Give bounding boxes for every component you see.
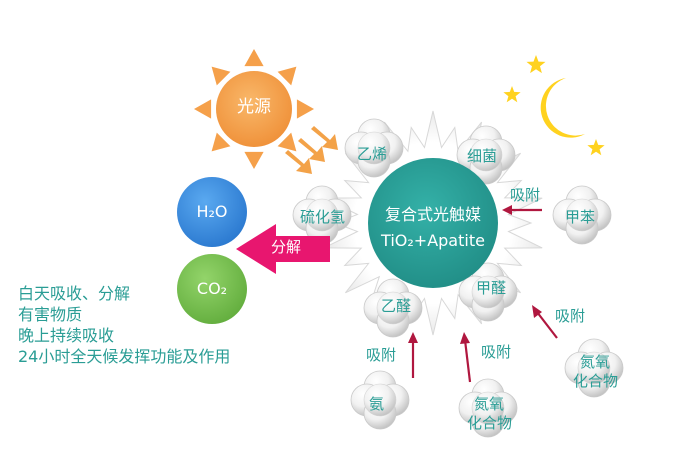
pollutant-hydrogen-sulfide: 硫化氢 bbox=[300, 208, 346, 226]
molecule-icon bbox=[456, 125, 516, 185]
pollutant-ammonia: 氨 bbox=[369, 395, 385, 413]
water-circle bbox=[177, 177, 247, 247]
sun-icon bbox=[194, 49, 314, 169]
pollutant-ethylene: 乙烯 bbox=[357, 145, 388, 163]
legend-text: 白天吸收、分解 有害物质 晚上持续吸收 24小时全天候发挥功能及作用 bbox=[18, 283, 230, 367]
light-source-label: 光源 bbox=[237, 97, 271, 117]
adsorb-arrows bbox=[408, 205, 558, 383]
moon-icon bbox=[540, 78, 585, 138]
legend-line-4: 24小时全天候发挥功能及作用 bbox=[18, 347, 231, 366]
pollutant-acetaldehyde: 乙醛 bbox=[381, 297, 412, 315]
molecule-icon bbox=[458, 262, 518, 322]
center-title: 复合式光触媒 bbox=[384, 205, 481, 224]
molecule-icon bbox=[350, 370, 410, 430]
water-label: H₂O bbox=[196, 202, 228, 221]
light-ray-arrows bbox=[285, 126, 338, 174]
pollutant-toluene: 甲苯 bbox=[565, 208, 596, 226]
molecule-icon bbox=[552, 185, 612, 245]
molecule-icon bbox=[344, 118, 404, 178]
decompose-arrow bbox=[236, 224, 330, 274]
pollutant-nox-bottom-1: 氮氧 bbox=[474, 395, 505, 413]
center-formula: TiO₂+Apatite bbox=[381, 231, 485, 250]
star-icon bbox=[526, 55, 546, 74]
legend-line-3: 晚上持续吸收 bbox=[18, 326, 115, 345]
star-icon bbox=[503, 55, 605, 156]
decompose-label: 分解 bbox=[271, 238, 302, 256]
star-icon bbox=[503, 86, 521, 103]
adsorb-label-ammonia: 吸附 bbox=[366, 346, 397, 364]
molecule-icon bbox=[564, 338, 624, 398]
molecule-icon bbox=[363, 278, 423, 338]
photocatalyst-circle bbox=[368, 158, 498, 288]
molecule-clusters bbox=[292, 118, 624, 438]
co2-label: CO₂ bbox=[196, 279, 228, 298]
molecule-icon bbox=[458, 378, 518, 438]
pollutant-nox-right-2: 化合物 bbox=[573, 372, 619, 390]
co2-circle bbox=[177, 254, 247, 324]
pollutant-nox-bottom-2: 化合物 bbox=[467, 414, 513, 432]
adsorb-label-toluene: 吸附 bbox=[510, 186, 541, 204]
pollutant-bacteria: 细菌 bbox=[467, 147, 498, 165]
pollutant-formaldehyde: 甲醛 bbox=[476, 279, 507, 297]
star-icon bbox=[587, 139, 605, 156]
legend-line-1: 白天吸收、分解 bbox=[18, 284, 131, 303]
pollutant-nox-right-1: 氮氧 bbox=[580, 353, 611, 371]
adsorb-label-nox-bottom: 吸附 bbox=[481, 343, 512, 361]
legend-line-2: 有害物质 bbox=[18, 305, 83, 324]
adsorb-label-nox-right: 吸附 bbox=[555, 307, 586, 325]
